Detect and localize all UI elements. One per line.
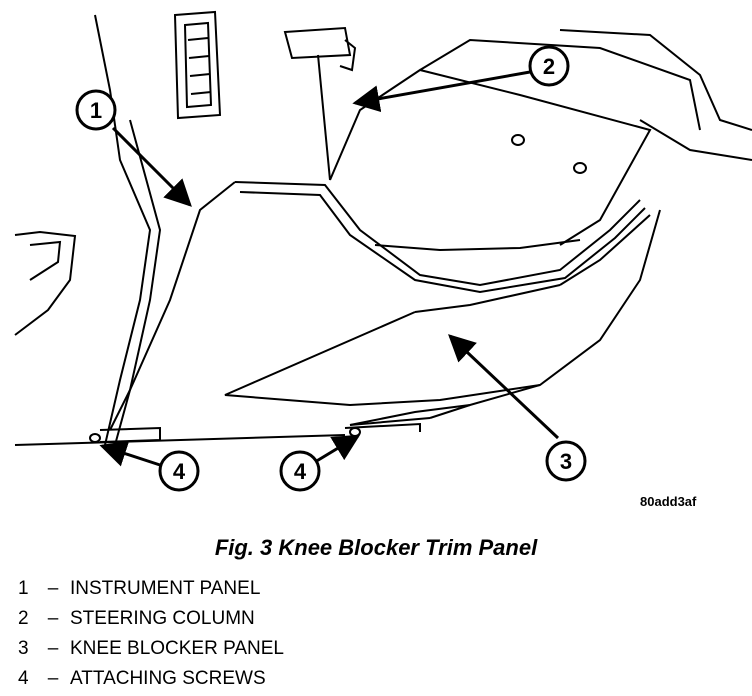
callout-4-center: 4 — [279, 450, 321, 492]
callout-3-number: 3 — [560, 449, 572, 474]
callout-4-left-number: 4 — [173, 459, 186, 484]
callout-4-center-number: 4 — [294, 459, 307, 484]
legend-dash: – — [47, 578, 59, 599]
callout-3: 3 — [545, 440, 587, 482]
screw-heads — [89, 422, 421, 443]
legend-number: 4 — [18, 668, 29, 689]
legend-item: 3–KNEE BLOCKER PANEL — [18, 634, 284, 664]
knee-blocker-panel-drawing — [109, 181, 661, 431]
knee-blocker-illustration: 1 2 3 4 4 — [14, 10, 752, 492]
legend-number: 1 — [18, 578, 29, 599]
legend-number: 2 — [18, 608, 29, 629]
instrument-panel-drawing — [14, 14, 346, 446]
figure-code: 80add3af — [640, 494, 697, 509]
legend-label: STEERING COLUMN — [70, 608, 255, 629]
legend-item: 4–ATTACHING SCREWS — [18, 664, 284, 694]
panel-vent-detail — [173, 10, 222, 120]
leader-arrows — [99, 70, 560, 467]
figure-caption: Fig. 3 Knee Blocker Trim Panel — [214, 535, 538, 560]
legend-dash: – — [47, 668, 59, 689]
callout-2-number: 2 — [543, 54, 555, 79]
legend-label: KNEE BLOCKER PANEL — [70, 638, 285, 659]
legend-number: 3 — [18, 638, 29, 659]
arrow-instrument-panel — [111, 126, 192, 207]
callout-1: 1 — [75, 89, 117, 131]
arrow-knee-blocker-panel — [448, 334, 560, 440]
legend: 1–INSTRUMENT PANEL 2–STEERING COLUMN 3–K… — [18, 574, 284, 694]
callout-4-left: 4 — [158, 450, 200, 492]
legend-item: 2–STEERING COLUMN — [18, 604, 284, 634]
legend-label: INSTRUMENT PANEL — [70, 578, 261, 599]
legend-item: 1–INSTRUMENT PANEL — [18, 574, 284, 604]
legend-label: ATTACHING SCREWS — [70, 668, 266, 689]
legend-dash: – — [47, 608, 59, 629]
legend-dash: – — [47, 638, 59, 659]
arrow-screw-center — [314, 434, 361, 464]
callout-2: 2 — [528, 45, 570, 87]
callout-1-number: 1 — [90, 98, 102, 123]
arrow-steering-column — [352, 70, 531, 113]
arrow-screw-left — [99, 440, 161, 467]
steering-column-drawing — [283, 26, 752, 252]
